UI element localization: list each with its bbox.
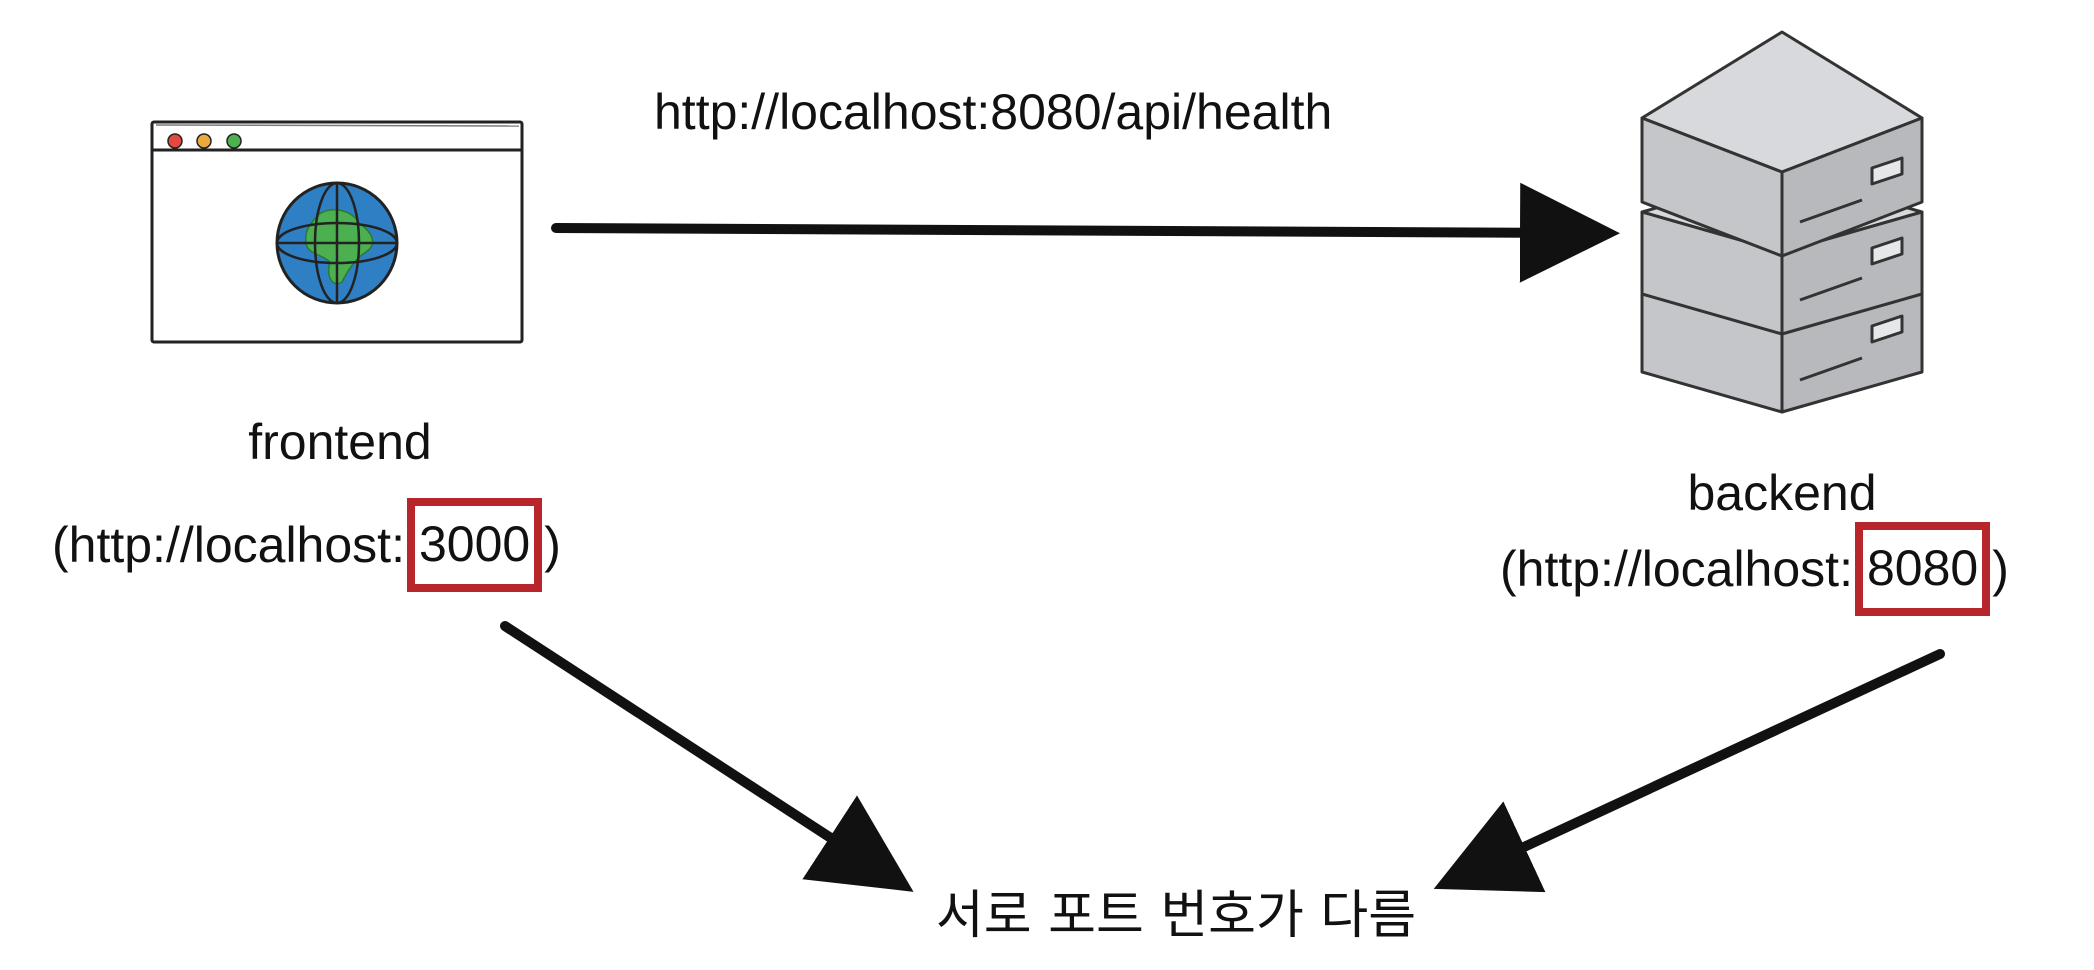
backend-url-prefix: (http://localhost:: [1500, 541, 1853, 597]
window-close-dot-icon: [167, 133, 183, 149]
backend-url: (http://localhost:8080): [1500, 522, 2009, 616]
drive-slot-icon: [1870, 314, 1904, 344]
globe-icon: [275, 181, 399, 305]
window-maximize-dot-icon: [226, 133, 242, 149]
frontend-url-suffix: ): [544, 517, 561, 573]
request-url-label: http://localhost:8080/api/health: [654, 84, 1333, 140]
request-arrow: [551, 182, 1620, 283]
backend-port-highlight: 8080: [1854, 522, 1991, 616]
frontend-to-conclusion-arrow: [500, 621, 914, 892]
server-stack-icon: [1640, 30, 1924, 414]
backend-url-suffix: ): [1992, 541, 2009, 597]
frontend-port-highlight: 3000: [406, 498, 543, 592]
drive-slot-icon: [1870, 236, 1904, 266]
frontend-port: 3000: [418, 516, 531, 572]
backend-name-label: backend: [1687, 465, 1877, 521]
window-minimize-dot-icon: [196, 133, 212, 149]
conclusion-label: 서로 포트 번호가 다름: [935, 886, 1417, 946]
backend-port: 8080: [1866, 540, 1979, 596]
frontend-url: (http://localhost:3000): [52, 498, 561, 592]
frontend-name-label: frontend: [248, 414, 432, 470]
frontend-url-prefix: (http://localhost:: [52, 517, 405, 573]
browser-globe-icon: [150, 120, 524, 344]
drive-slot-icon: [1870, 156, 1904, 186]
backend-to-conclusion-arrow: [1433, 649, 1945, 893]
